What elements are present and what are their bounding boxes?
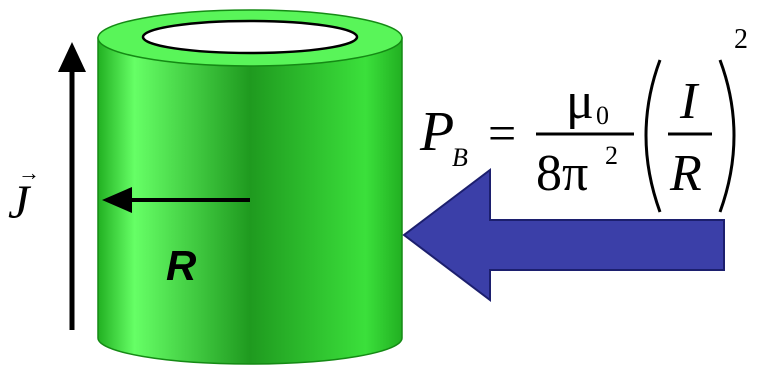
formula-lhs-symbol: P [419,101,454,163]
formula-lhs-subscript: B [452,143,468,172]
cylinder-hole [141,19,359,55]
formula-inner-numerator: I [679,73,700,130]
cylinder [97,9,403,365]
current-symbol: J [8,176,32,229]
formula-numerator-subscript: 0 [596,101,609,130]
formula-denominator-symbol: π [562,145,588,202]
formula-right-paren [718,59,736,213]
formula-left-paren [644,59,662,213]
current-up-arrow-icon [58,42,86,330]
radius-left-arrow-icon [102,187,250,213]
formula-equals: = [488,105,516,161]
current-vector-mark: → [18,160,40,185]
pressure-block-arrow-icon [402,167,725,303]
formula-numerator-symbol: μ [566,73,594,130]
formula-denominator-exponent: 2 [605,141,618,170]
magnetic-pressure-formula: P B = μ 0 8 π 2 I R 2 [419,24,748,213]
radius-label: R [166,242,197,289]
formula-denominator-number: 8 [536,145,562,202]
formula-inner-denominator: R [669,145,702,202]
formula-outer-exponent: 2 [734,24,748,55]
